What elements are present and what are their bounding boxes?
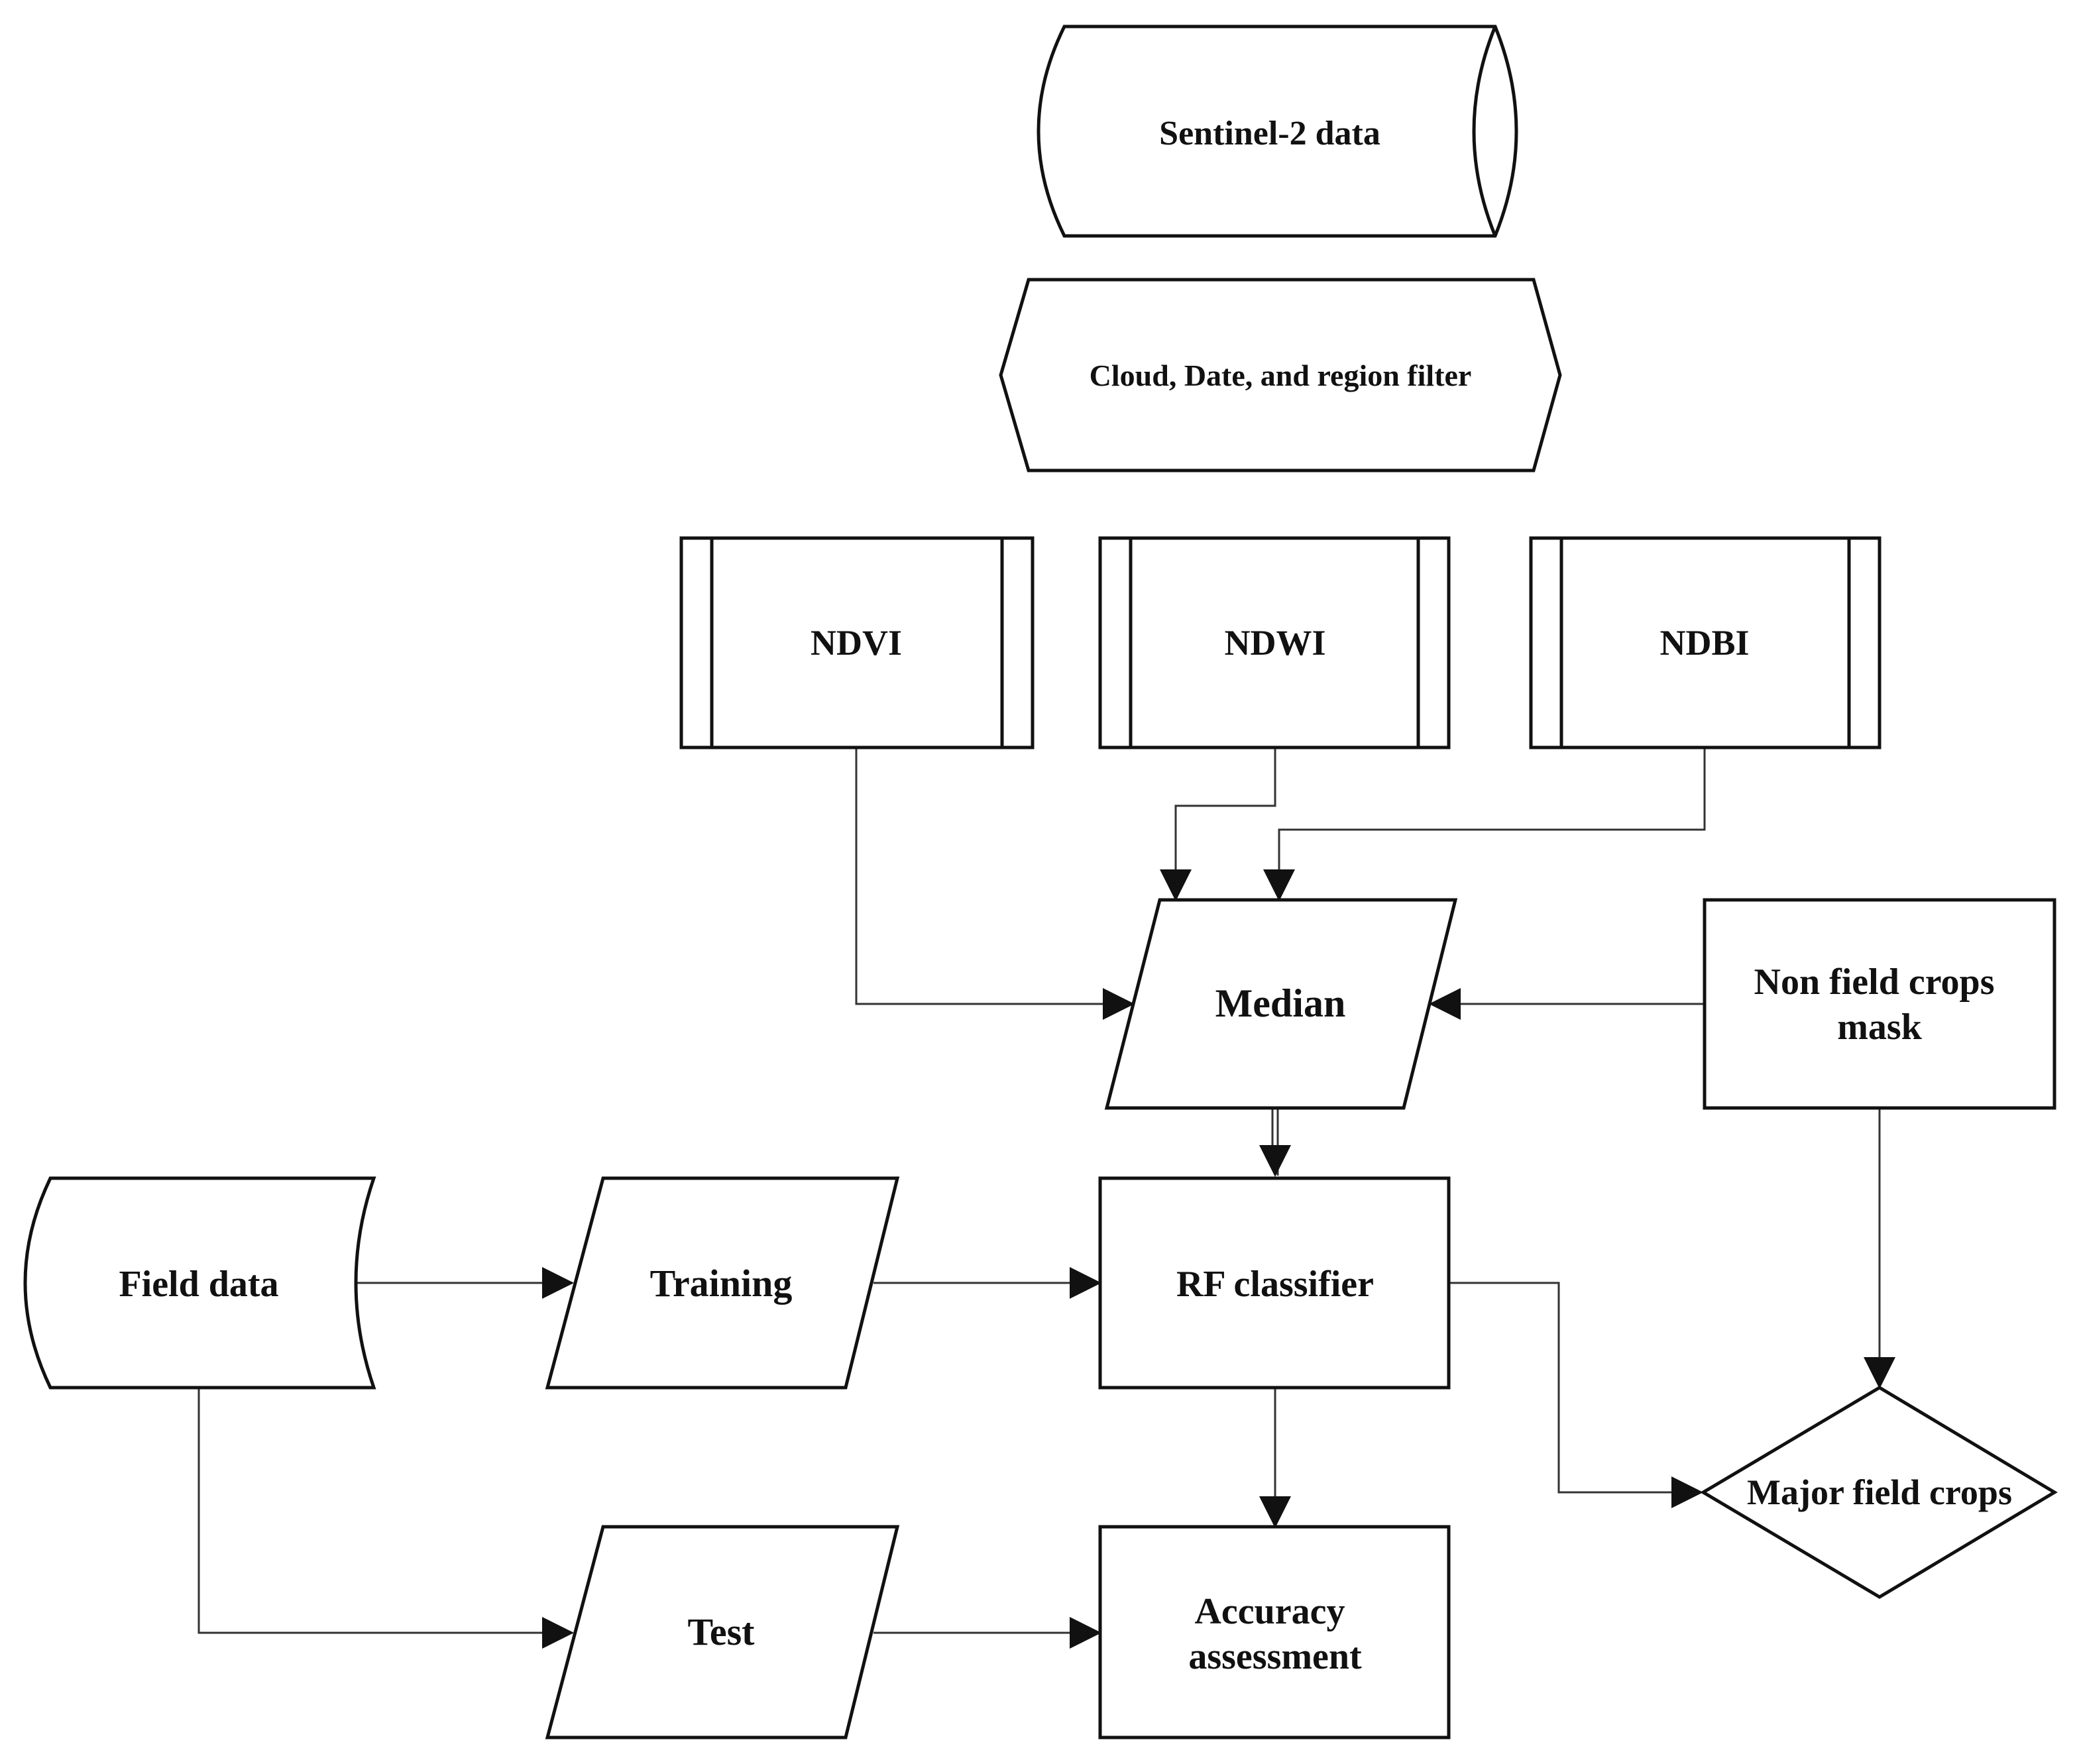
ndvi-label: NDVI	[811, 623, 902, 663]
edges	[197, 747, 1895, 1649]
node-sentinel-2-data: Sentinel-2 data	[1037, 25, 1518, 238]
stored-data-end-curve	[1472, 26, 1497, 237]
training-label: Training	[650, 1262, 793, 1305]
node-non-field-crops-mask: Non field crops mask	[1703, 898, 2056, 1110]
test-label: Test	[688, 1610, 756, 1653]
edge-field-test	[197, 1388, 574, 1649]
ndwi-label: NDWI	[1224, 623, 1325, 663]
edge-ndbi-median	[1263, 747, 1706, 901]
node-field-data: Field data	[23, 1176, 376, 1390]
node-training: Training	[545, 1176, 900, 1390]
stored-data-shape	[23, 1176, 376, 1390]
field-label: Field data	[119, 1264, 278, 1305]
node-ndvi: NDVI	[679, 536, 1035, 749]
edge-median-rf-head	[1259, 1145, 1291, 1177]
node-major-field-crops: Major field crops	[1700, 1386, 2058, 1599]
preparation-shape	[999, 278, 1562, 472]
accuracy-label-line2: assessment	[1188, 1636, 1362, 1677]
node-median: Median	[1104, 898, 1458, 1110]
accuracy-label-line1: Accuracy	[1194, 1591, 1345, 1632]
filter-label: Cloud, Date, and region filter	[1090, 358, 1472, 392]
node-filter: Cloud, Date, and region filter	[999, 278, 1562, 472]
node-test: Test	[545, 1525, 900, 1739]
node-ndwi: NDWI	[1098, 536, 1451, 749]
edge-ndwi-median	[1160, 747, 1276, 901]
mask-label-line2: mask	[1837, 1007, 1922, 1048]
edge-ndvi-median	[855, 747, 1135, 1020]
sentinel-label: Sentinel-2 data	[1159, 115, 1380, 152]
ndbi-label: NDBI	[1659, 623, 1749, 663]
node-accuracy-assessment: Accuracy assessment	[1098, 1525, 1451, 1739]
data-shape	[1104, 898, 1458, 1110]
median-label: Median	[1215, 981, 1346, 1025]
decision-shape	[1700, 1386, 2058, 1599]
node-rf-classifier: RF classifier	[1098, 1176, 1451, 1390]
data-shape	[545, 1176, 900, 1390]
edge-rf-major	[1449, 1282, 1703, 1508]
rf-label: RF classifier	[1176, 1264, 1374, 1305]
node-ndbi: NDBI	[1529, 536, 1882, 749]
major-label: Major field crops	[1747, 1472, 2012, 1512]
mask-label-line1: Non field crops	[1754, 962, 1995, 1003]
data-shape	[545, 1525, 900, 1739]
